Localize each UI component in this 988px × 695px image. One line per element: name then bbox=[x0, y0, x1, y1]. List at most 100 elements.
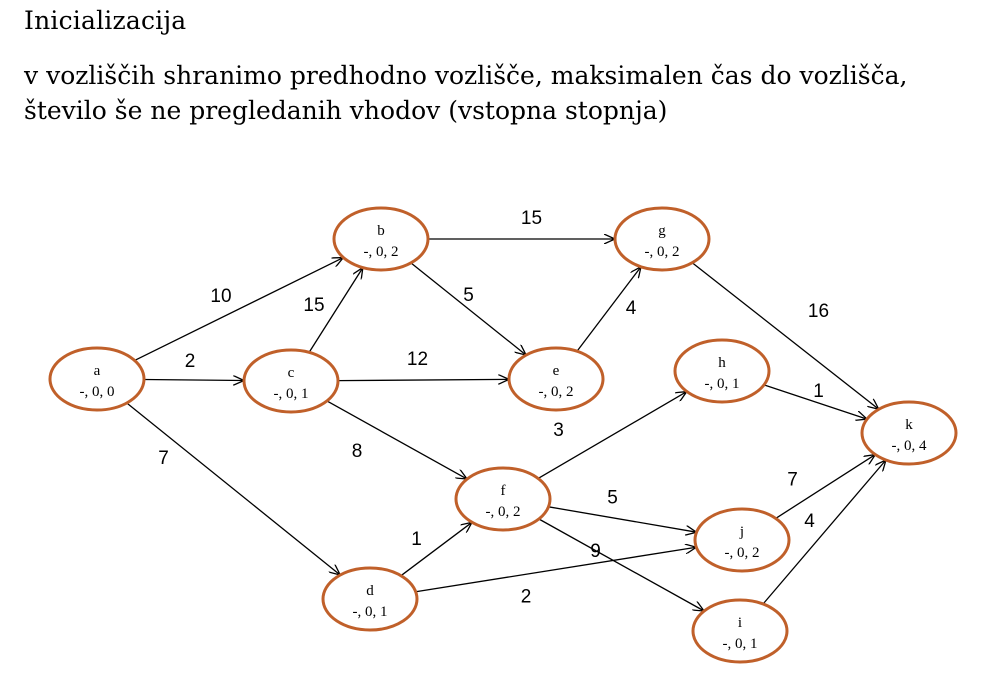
node-value-i: -, 0, 1 bbox=[723, 636, 758, 652]
edge-weight-d-j: 2 bbox=[521, 587, 532, 608]
node-value-c: -, 0, 1 bbox=[274, 386, 309, 402]
node-i: i -, 0, 1 bbox=[691, 598, 789, 664]
node-ellipse-k bbox=[860, 400, 958, 466]
node-value-a: -, 0, 0 bbox=[80, 384, 115, 400]
node-label-g: g bbox=[658, 223, 666, 239]
edge-weight-e-g: 4 bbox=[626, 298, 637, 319]
node-label-e: e bbox=[553, 363, 560, 379]
node-g: g -, 0, 2 bbox=[613, 206, 711, 272]
node-ellipse-a bbox=[48, 346, 146, 412]
edge-c-e: 12 bbox=[337, 349, 509, 381]
node-label-a: a bbox=[94, 363, 101, 379]
edge-arrow-a-c bbox=[143, 379, 244, 380]
edge-weight-j-k: 7 bbox=[787, 470, 798, 491]
node-value-k: -, 0, 4 bbox=[892, 438, 927, 454]
node-ellipse-c bbox=[242, 348, 340, 414]
edge-arrow-c-b bbox=[308, 268, 363, 353]
node-label-b: b bbox=[377, 223, 385, 239]
node-value-g: -, 0, 2 bbox=[645, 244, 680, 260]
edge-weight-i-k: 4 bbox=[804, 511, 815, 532]
node-d: d -, 0, 1 bbox=[321, 566, 419, 632]
edge-d-j: 2 bbox=[415, 547, 697, 608]
edge-c-f: 8 bbox=[326, 400, 467, 479]
edge-weight-d-f: 1 bbox=[411, 529, 422, 550]
node-k: k -, 0, 4 bbox=[860, 400, 958, 466]
edge-arrow-h-k bbox=[763, 384, 867, 419]
node-e: e -, 0, 2 bbox=[507, 346, 605, 412]
node-label-h: h bbox=[718, 355, 726, 371]
edge-f-h: 3 bbox=[537, 392, 687, 480]
edge-weight-b-e: 5 bbox=[463, 285, 474, 306]
node-label-d: d bbox=[366, 583, 374, 599]
node-a: a -, 0, 0 bbox=[48, 346, 146, 412]
node-ellipse-h bbox=[673, 338, 771, 404]
edge-d-f: 1 bbox=[400, 522, 472, 577]
edge-weight-b-g: 15 bbox=[521, 208, 542, 229]
edge-i-k: 4 bbox=[762, 460, 886, 605]
edge-arrow-f-j bbox=[548, 506, 696, 532]
edge-arrow-c-e bbox=[337, 379, 509, 380]
edge-f-j: 5 bbox=[548, 488, 696, 533]
edge-arrow-d-j bbox=[415, 547, 697, 593]
node-label-c: c bbox=[288, 365, 295, 381]
edge-weight-f-i: 9 bbox=[590, 541, 601, 562]
node-value-e: -, 0, 2 bbox=[539, 384, 574, 400]
edge-weight-c-b: 15 bbox=[303, 295, 324, 316]
node-ellipse-b bbox=[332, 206, 430, 272]
edge-c-b: 15 bbox=[303, 268, 362, 353]
node-h: h -, 0, 1 bbox=[673, 338, 771, 404]
node-label-k: k bbox=[905, 417, 913, 433]
node-ellipse-f bbox=[454, 466, 552, 532]
edge-weight-f-h: 3 bbox=[553, 420, 564, 441]
edge-weight-c-e: 12 bbox=[407, 349, 428, 370]
edge-arrow-c-f bbox=[326, 400, 467, 479]
edge-a-d: 7 bbox=[126, 402, 340, 575]
edge-arrow-e-g bbox=[576, 267, 641, 352]
node-ellipse-g bbox=[613, 206, 711, 272]
edge-b-g: 15 bbox=[428, 208, 615, 239]
edge-arrow-d-f bbox=[400, 522, 472, 577]
edge-arrow-f-i bbox=[538, 518, 704, 611]
node-ellipse-j bbox=[693, 507, 791, 573]
node-value-f: -, 0, 2 bbox=[486, 504, 521, 520]
node-ellipse-e bbox=[507, 346, 605, 412]
edge-j-k: 7 bbox=[775, 455, 876, 519]
edge-weight-a-b: 10 bbox=[210, 286, 231, 307]
node-value-d: -, 0, 1 bbox=[353, 604, 388, 620]
edge-weight-h-k: 1 bbox=[813, 381, 824, 402]
node-label-f: f bbox=[501, 483, 506, 499]
description-line-2: število še ne pregledanih vhodov (vstopn… bbox=[24, 96, 668, 125]
node-value-b: -, 0, 2 bbox=[364, 244, 399, 260]
edge-weight-a-d: 7 bbox=[158, 448, 169, 469]
edge-g-k: 16 bbox=[691, 262, 879, 410]
edge-arrow-a-d bbox=[126, 402, 340, 575]
edge-e-g: 4 bbox=[576, 267, 641, 352]
page-title: Inicializacija bbox=[24, 6, 187, 35]
edge-h-k: 1 bbox=[763, 381, 867, 419]
edge-a-b: 10 bbox=[134, 258, 344, 362]
node-label-j: j bbox=[739, 524, 744, 540]
edge-weight-c-f: 8 bbox=[352, 441, 363, 462]
edge-arrow-a-b bbox=[134, 258, 344, 362]
nodes-layer: a -, 0, 0 b -, 0, 2 c -, 0, 1 d -, 0, 1 e -, 0, 2… bbox=[48, 206, 958, 664]
edge-arrow-i-k bbox=[762, 460, 886, 605]
node-c: c -, 0, 1 bbox=[242, 348, 340, 414]
edge-arrow-g-k bbox=[691, 262, 879, 410]
node-b: b -, 0, 2 bbox=[332, 206, 430, 272]
description-line-1: v vozliščih shranimo predhodno vozlišče,… bbox=[24, 61, 908, 90]
edge-arrow-b-e bbox=[410, 262, 526, 355]
edge-b-e: 5 bbox=[410, 262, 526, 355]
edge-weight-a-c: 2 bbox=[185, 351, 196, 372]
node-value-h: -, 0, 1 bbox=[705, 376, 740, 392]
node-ellipse-i bbox=[691, 598, 789, 664]
edge-weight-g-k: 16 bbox=[808, 301, 829, 322]
edge-f-i: 9 bbox=[538, 518, 704, 611]
node-j: j-, 0, 2 bbox=[693, 507, 791, 573]
node-label-i: i bbox=[738, 615, 742, 631]
edge-weight-f-j: 5 bbox=[607, 488, 618, 509]
edge-a-c: 2 bbox=[143, 351, 244, 380]
node-f: f -, 0, 2 bbox=[454, 466, 552, 532]
node-ellipse-d bbox=[321, 566, 419, 632]
